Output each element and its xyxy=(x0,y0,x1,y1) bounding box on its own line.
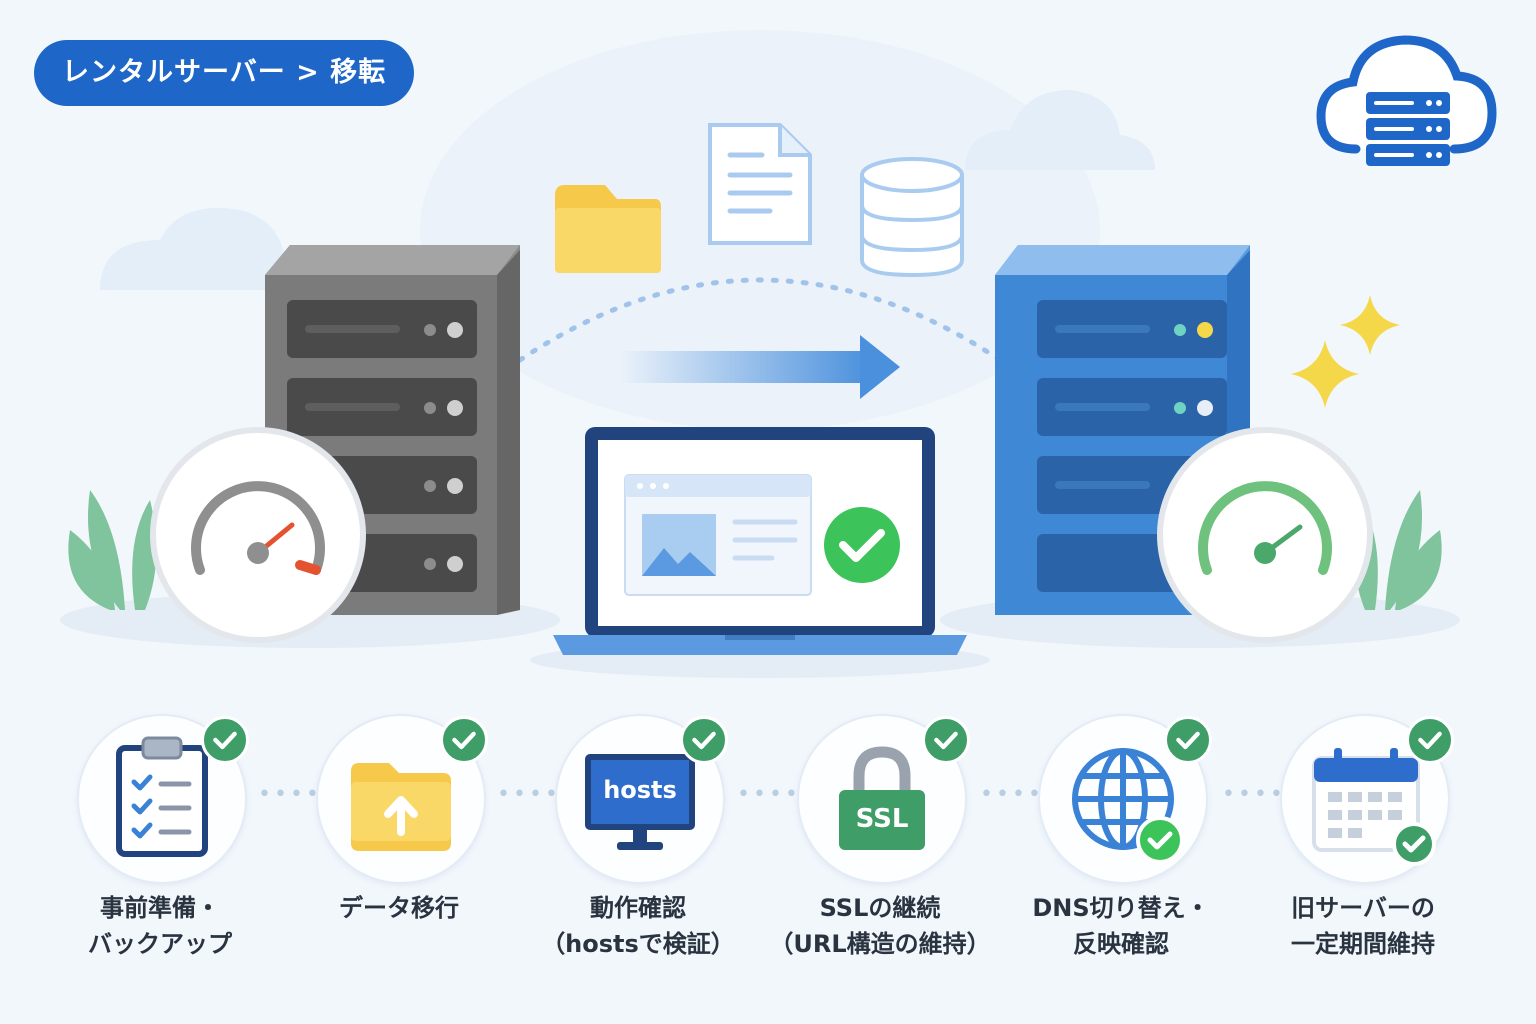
step-2-label: データ移行 xyxy=(339,894,459,922)
document-icon xyxy=(708,123,812,245)
ssl-lock-icon xyxy=(839,746,925,850)
step-1-label: 事前準備・ バックアップ xyxy=(88,894,232,958)
step-connector-dots: •••• xyxy=(497,782,561,807)
step-1-check-icon xyxy=(201,716,249,764)
checklist-clipboard-icon xyxy=(116,736,208,857)
migration-illustration xyxy=(60,90,1460,678)
step-3-label: 動作確認 （hostsで検証） xyxy=(541,894,735,958)
folder-upload-icon xyxy=(351,763,451,851)
database-icon xyxy=(860,157,964,278)
cloud-server-icon xyxy=(1316,35,1497,166)
step-connector-dots: •••• xyxy=(258,782,322,807)
laptop-icon xyxy=(553,427,967,655)
step-5-check-icon xyxy=(1164,716,1212,764)
step-6-label: 旧サーバーの 一定期間維持 xyxy=(1291,894,1435,958)
step-3-check-icon xyxy=(680,716,728,764)
step-4-label: SSLの継続 （URL構造の維持） xyxy=(769,894,991,958)
breadcrumb-badge[interactable]: レンタルサーバー > 移転 xyxy=(34,40,415,106)
fast-speedometer-icon xyxy=(1157,427,1373,643)
step-connector-dots: •••• xyxy=(980,782,1044,807)
step-1-circle xyxy=(77,714,247,884)
step-6-check-icon xyxy=(1406,716,1454,764)
step-5-label: DNS切り替え・ 反映確認 xyxy=(1032,894,1210,958)
step-3-circle: hosts xyxy=(555,714,725,884)
step-4-check-icon xyxy=(922,716,970,764)
hosts-monitor-icon xyxy=(585,754,695,850)
migration-arrow xyxy=(620,335,900,399)
sparkle-icon xyxy=(1291,295,1400,408)
step-connector-dots: •••• xyxy=(737,782,801,807)
ssl-label: SSL xyxy=(855,804,909,834)
transfer-arc xyxy=(517,277,1003,363)
plant-left xyxy=(68,490,157,610)
folder-icon xyxy=(555,185,661,273)
calendar-check-icon xyxy=(1312,748,1436,866)
step-2-check-icon xyxy=(440,716,488,764)
slow-speedometer-icon xyxy=(150,427,366,643)
globe-check-icon xyxy=(1072,748,1184,864)
step-connector-dots: •••• xyxy=(1222,782,1286,807)
hosts-label: hosts xyxy=(603,776,677,804)
